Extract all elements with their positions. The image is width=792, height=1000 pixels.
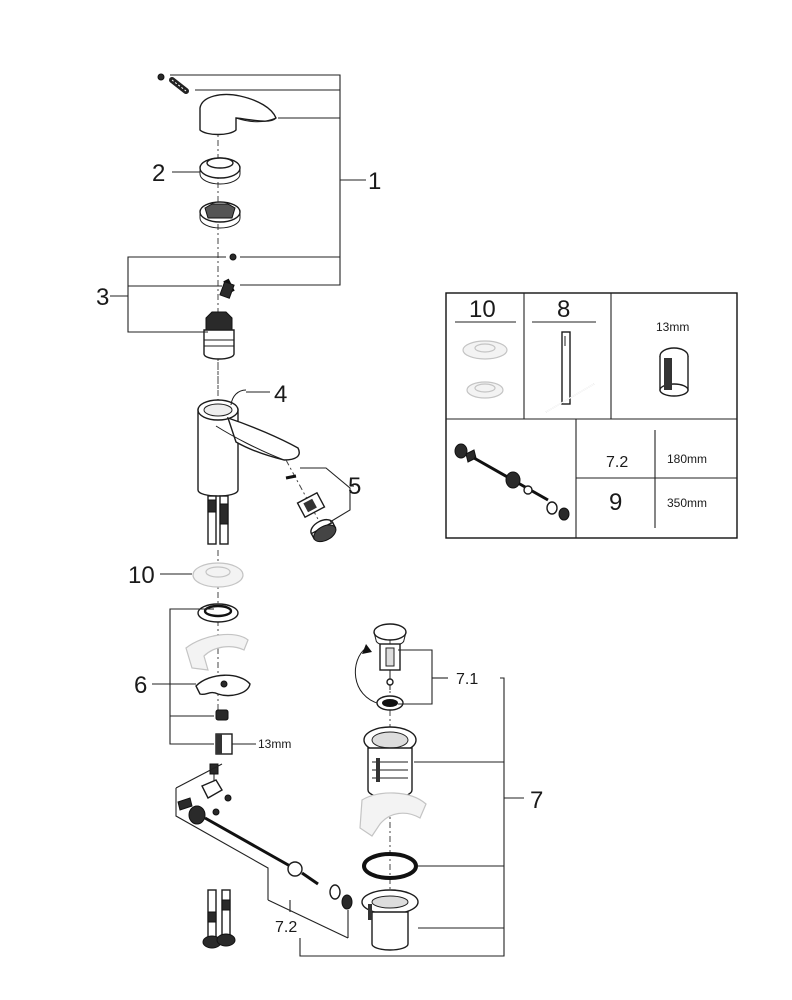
callout-6: 6 [134,672,147,699]
tools-table: 10 8 13mm [445,292,738,539]
lever-handle [199,93,277,136]
callout-72-frame [175,763,349,939]
drain-assembly [354,623,427,951]
hex-nut [199,201,241,229]
handle-assembly [157,73,277,392]
callout-10: 10 [128,562,155,589]
table-col-b-label: 8 [557,296,570,323]
table-wrench-size: 13mm [656,320,689,334]
table-rod-a-length: 180mm [667,452,707,466]
cartridge-screw [219,253,237,299]
hoses-and-rod [177,763,353,949]
cartridge [203,311,235,360]
table-key-tool-icon [545,331,595,413]
callout-2: 2 [152,160,165,187]
table-rod-b-length: 350mm [667,496,707,510]
table-ring-icon [462,340,508,399]
table-rod-a-label: 7.2 [606,454,628,471]
faucet-body [197,362,300,545]
table-rod-b-label: 9 [609,489,622,516]
callout-7: 7 [530,787,543,814]
cap-ring [199,157,241,185]
callout-3-bracket [110,256,226,333]
callout-71: 7.1 [456,671,478,688]
callout-1-bracket [170,74,366,286]
callout-72: 7.2 [275,919,297,936]
handle-screw [157,73,189,94]
callout-4: 4 [274,381,287,408]
mounting-set [185,603,251,755]
callout-6-bracket [152,608,256,745]
callout-13mm: 13mm [258,737,291,751]
table-rod-icon [454,443,570,521]
aerator-parts [285,459,354,543]
callout-1: 1 [368,168,381,195]
callout-7-bracket [299,677,524,957]
callout-3: 3 [96,284,109,311]
table-col-a-label: 10 [469,296,496,323]
table-nut-icon [659,347,689,397]
callout-71-bracket [398,649,448,705]
part-10-ring [192,562,244,588]
callout-5: 5 [348,473,361,500]
